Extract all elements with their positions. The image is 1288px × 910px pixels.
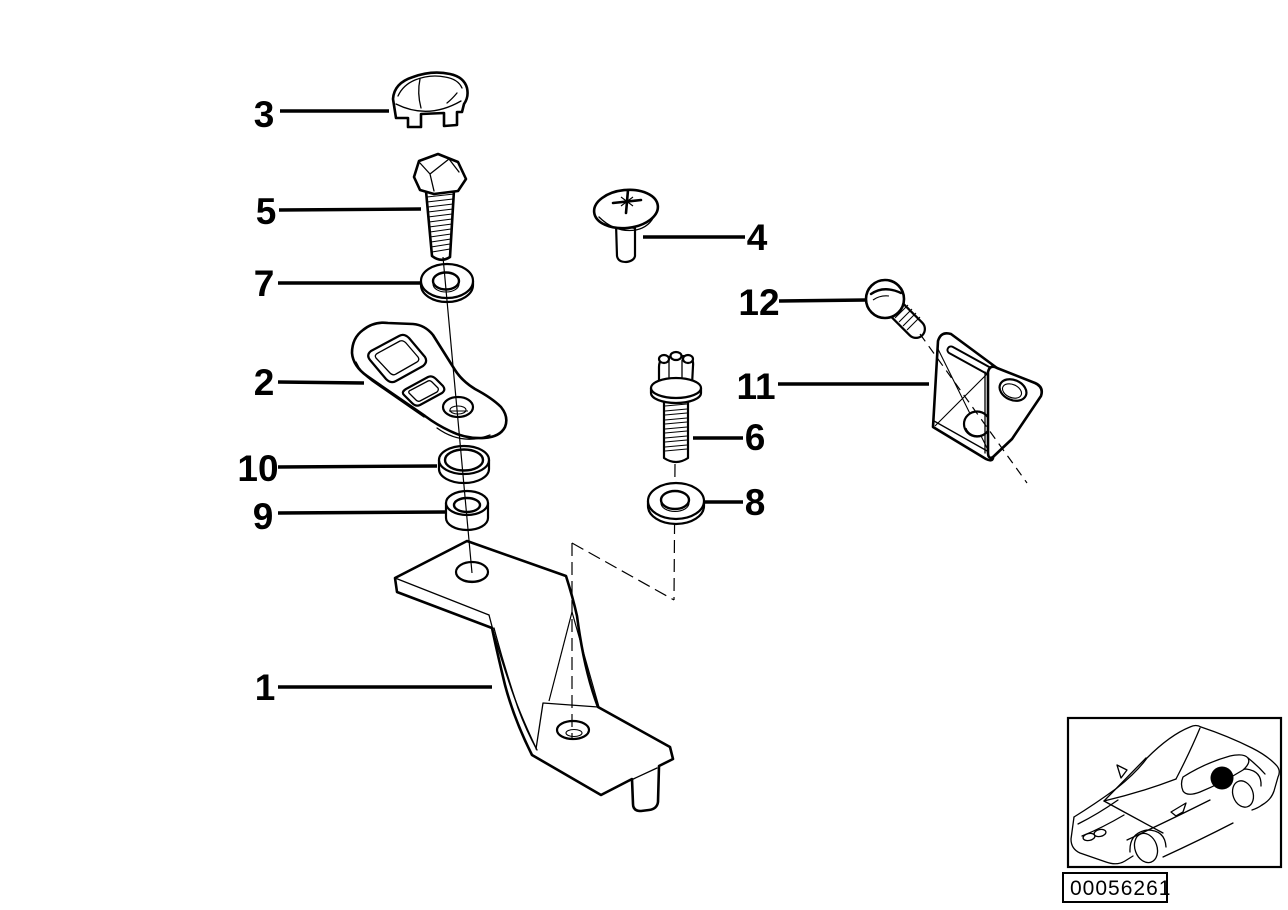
part-2-anchor-plate-drawing [350, 321, 508, 440]
leader-line-12 [778, 298, 867, 303]
leader-line-5 [278, 207, 422, 212]
callout-label-9[interactable]: 9 [253, 496, 274, 537]
part-6-flange-bolt-drawing [649, 350, 703, 464]
image-number: 00056261 [1070, 877, 1171, 900]
part-5-hex-bolt-drawing [412, 152, 468, 262]
callout-label-6[interactable]: 6 [745, 417, 766, 458]
screw-12-axis [919, 333, 1028, 484]
part-11-bracket-drawing [931, 332, 1044, 462]
part-10-ring-drawing [437, 444, 491, 485]
callout-label-3[interactable]: 3 [254, 94, 275, 135]
callout-label-11[interactable]: 11 [736, 366, 775, 407]
callout-label-1[interactable]: 1 [255, 667, 276, 708]
assembly-axis-left [442, 256, 473, 574]
image-number-box: 00056261 [1062, 872, 1171, 903]
car-location-inset [1066, 716, 1283, 869]
callout-label-5[interactable]: 5 [256, 191, 277, 232]
leader-line-10 [277, 464, 438, 469]
callout-label-2[interactable]: 2 [254, 362, 275, 403]
callout-label-12[interactable]: 12 [738, 282, 779, 323]
part-8-washer-drawing [646, 481, 706, 526]
part-4-screw-drawing [592, 188, 660, 264]
leader-lines [277, 109, 929, 689]
part-1-bracket-drawing [393, 539, 675, 813]
location-dot [1210, 766, 1234, 790]
leader-line-9 [277, 510, 446, 515]
callout-label-4[interactable]: 4 [747, 217, 768, 258]
callout-label-8[interactable]: 8 [745, 482, 766, 523]
callout-label-10[interactable]: 10 [237, 448, 278, 489]
leader-line-2 [277, 380, 365, 385]
part-3-cap-drawing [391, 71, 469, 129]
part-7-washer-drawing [419, 262, 475, 304]
part-12-screw-drawing [864, 278, 926, 339]
callout-label-7[interactable]: 7 [254, 263, 275, 304]
